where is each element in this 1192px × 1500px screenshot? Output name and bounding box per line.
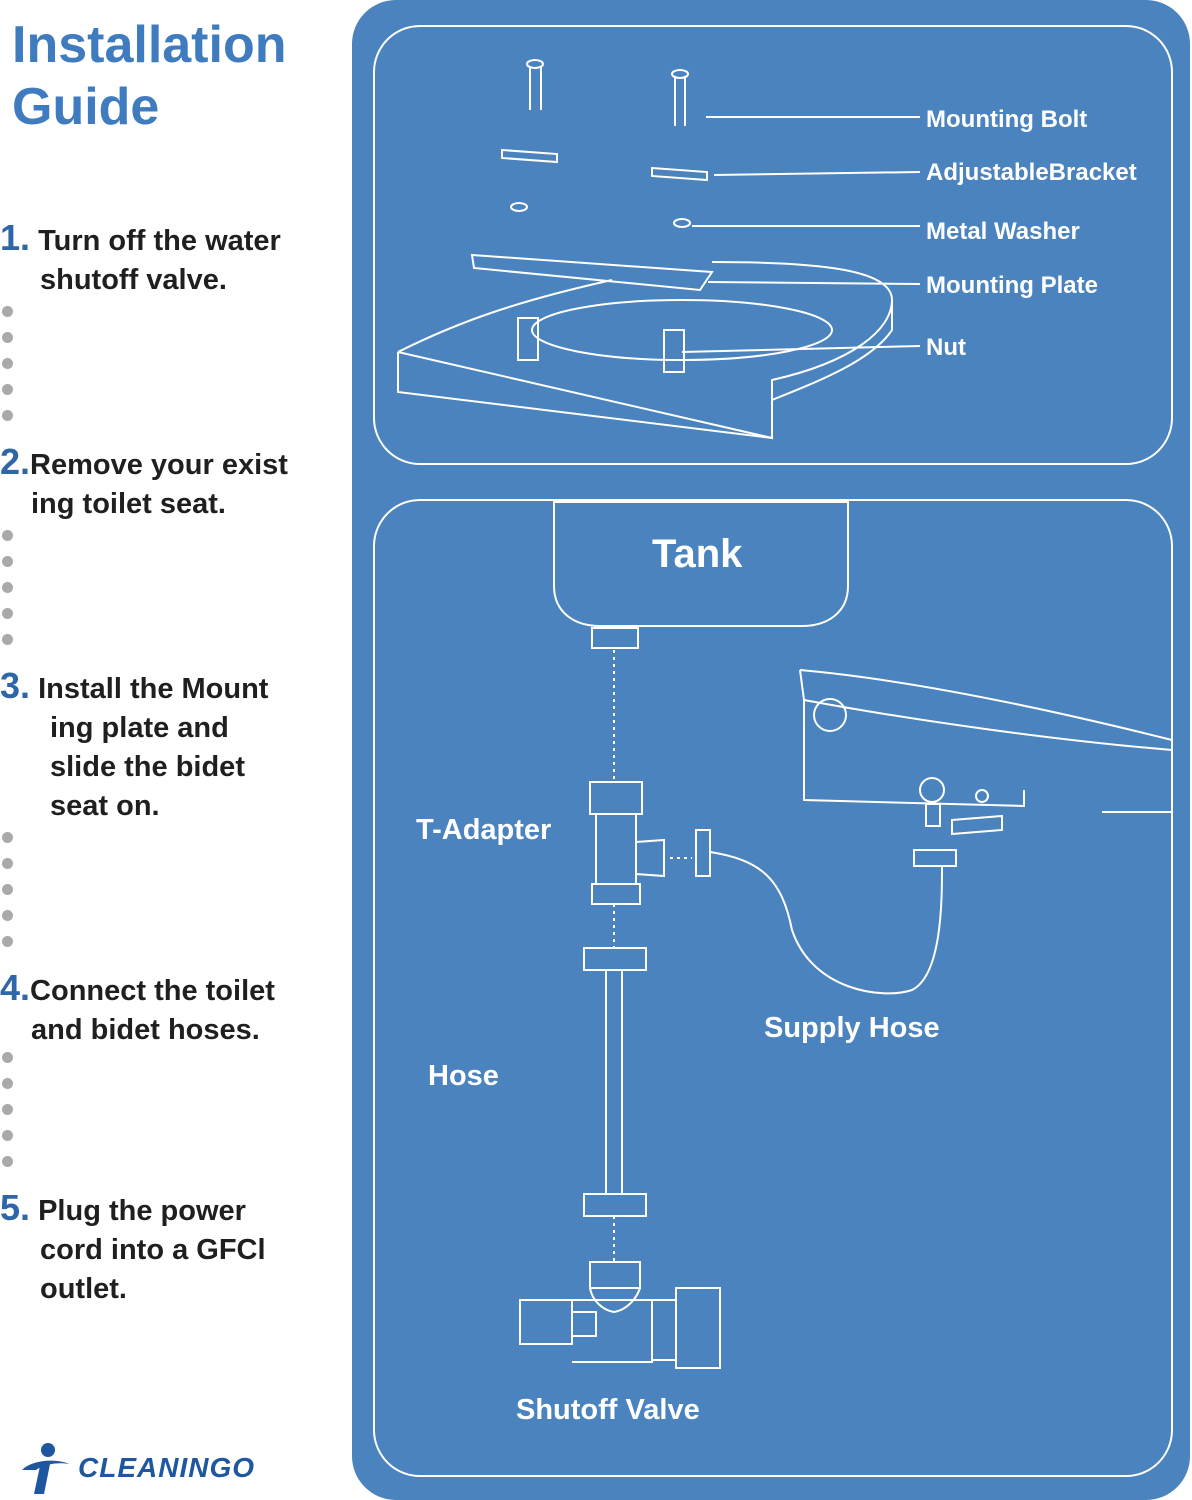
step-3: 3. Install the Mount ing plate and slide… [0,666,352,826]
bidet-seat-icon [799,669,1173,836]
shutoff-valve-icon [519,1261,721,1369]
step-text: outlet. [40,1273,127,1305]
step-2: 2.Remove your exist ing toilet seat. [0,442,352,524]
step-text: ing plate and [50,712,229,744]
step-text: Plug the power [38,1195,246,1227]
tank-icon [553,501,849,627]
mounting-plate-icon [470,253,714,292]
diagram-panel: Mounting Bolt AdjustableBracket Metal Wa… [352,0,1190,1500]
parts-box-outline [373,25,1173,465]
step-number: 4. [0,967,31,1008]
step-text: Connect the toilet [30,975,275,1007]
label-tank: Tank [652,532,743,576]
adjustable-bracket-icon [501,148,708,182]
toilet-base-icon [397,261,894,440]
step-number: 2. [0,441,31,482]
label-hose: Hose [428,1060,499,1092]
step-text: seat on. [50,790,160,822]
diagram-drawing [373,25,1173,1477]
step-text: slide the bidet [50,751,245,783]
step-number: 1. [0,217,31,258]
label-supply-hose: Supply Hose [764,1012,940,1044]
brand-logo: CLEANINGO [18,1440,318,1496]
step-text: and bidet hoses. [31,1014,260,1046]
tank-outlet-icon [591,627,639,649]
step-divider-dots [2,832,14,962]
brand-name: CLEANINGO [78,1452,255,1483]
label-metal-washer: Metal Washer [926,218,1080,245]
step-text: cord into a GFCl [40,1234,266,1266]
label-adjustable-bracket: AdjustableBracket [926,159,1137,186]
step-number: 3. [0,665,31,706]
step-divider-dots [2,306,14,436]
t-adapter-icon [589,781,711,905]
label-mounting-bolt: Mounting Bolt [926,106,1088,133]
brand-logo-icon [22,1443,70,1494]
page-title: Installation Guide [12,14,352,138]
step-text: Remove your exist [30,449,288,481]
step-text: Turn off the water [38,225,281,257]
step-text: ing toilet seat. [31,488,226,520]
title-line-1: Installation [12,16,287,74]
hose-connector-icon [583,1193,647,1217]
step-divider-dots [2,1052,14,1182]
step-number: 5. [0,1187,31,1228]
label-t-adapter: T-Adapter [416,814,552,846]
mounting-bolt-icon [526,59,689,126]
step-divider-dots [2,530,14,660]
label-shutoff-valve: Shutoff Valve [516,1394,700,1426]
step-4: 4.Connect the toilet and bidet hoses. [0,968,352,1050]
step-text: shutoff valve. [40,264,227,296]
metal-washer-icon [510,202,691,228]
step-5: 5. Plug the power cord into a GFCl outle… [0,1188,352,1309]
label-mounting-plate: Mounting Plate [926,272,1098,299]
step-text: Install the Mount [38,673,269,705]
plumbing-box-outline [373,499,1173,1477]
supply-hose-icon [709,851,943,995]
label-nut: Nut [926,334,966,361]
step-1: 1. Turn off the water shutoff valve. [0,218,352,300]
hose-connector-icon [583,947,647,971]
title-line-2: Guide [12,78,160,136]
